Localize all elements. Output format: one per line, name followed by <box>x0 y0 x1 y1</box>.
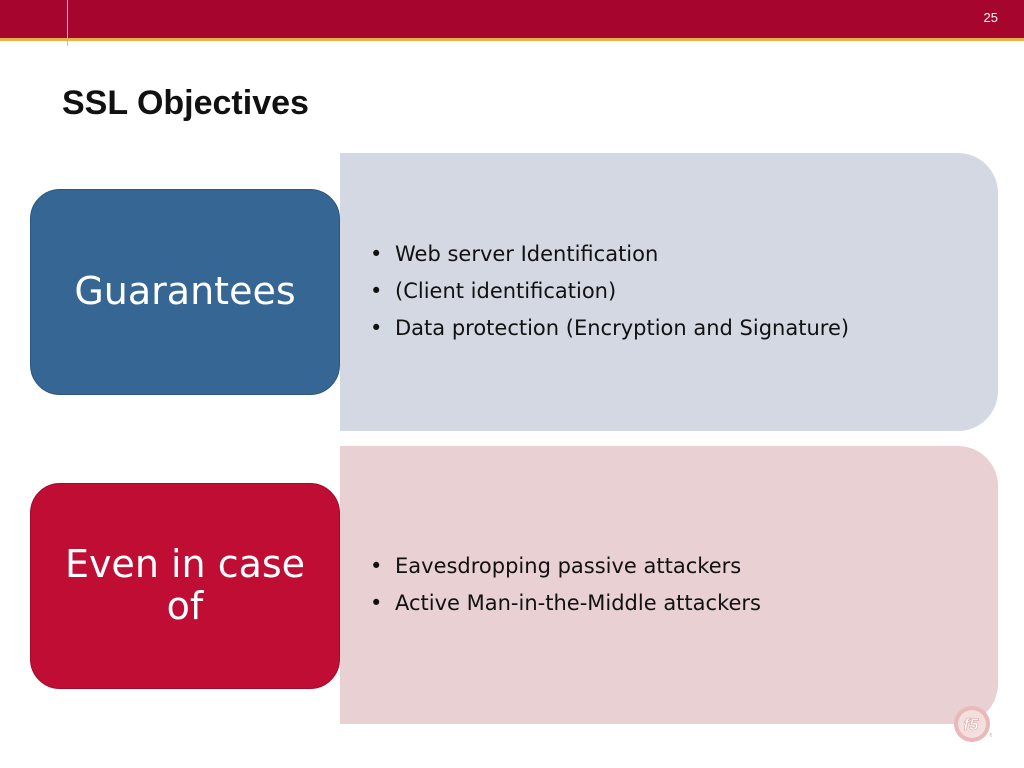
list-item: (Client identification) <box>370 273 849 310</box>
threats-heading: Even in case of <box>64 542 306 628</box>
list-item: Web server Identification <box>370 236 849 273</box>
f5-logo-icon: f5 ® <box>952 704 993 744</box>
list-item: Data protection (Encryption and Signatur… <box>370 310 849 347</box>
header-bar: 25 <box>0 0 1024 46</box>
guarantees-list: Web server Identification (Client identi… <box>370 236 849 347</box>
threats-list: Eavesdropping passive attackers Active M… <box>370 548 761 622</box>
guarantees-heading: Guarantees <box>74 269 296 314</box>
header-accent-line <box>0 38 1024 41</box>
list-item: Eavesdropping passive attackers <box>370 548 761 585</box>
guarantees-tile: Guarantees <box>30 189 340 395</box>
header-divider <box>67 0 68 46</box>
logo-text: f5 <box>963 715 979 734</box>
threats-tile: Even in case of <box>30 483 340 689</box>
svg-text:®: ® <box>989 732 992 739</box>
slide-title: SSL Objectives <box>62 84 309 122</box>
list-item: Active Man-in-the-Middle attackers <box>370 585 761 622</box>
page-number: 25 <box>983 10 998 25</box>
